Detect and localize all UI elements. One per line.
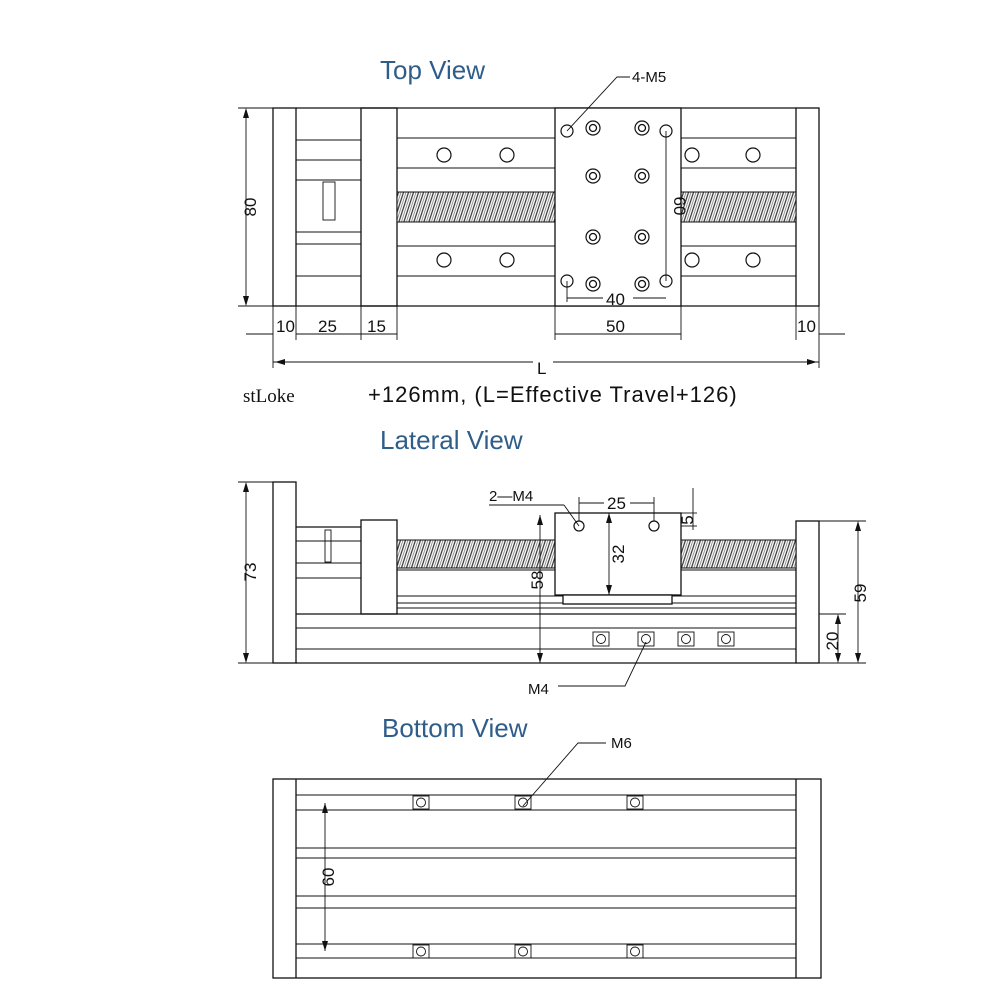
formula-text: +126mm, (L=Effective Travel+126) [368, 382, 738, 407]
lateral-base-holes [592, 631, 735, 647]
dim-top-L: L [537, 359, 546, 378]
bottom-view-title: Bottom View [382, 713, 528, 743]
dim-top-10-right: 10 [797, 317, 816, 336]
top-view: Top View [238, 55, 845, 378]
top-carriage-bolts [585, 120, 650, 292]
top-bearing-block [360, 107, 398, 307]
dim-lateral-5: 5 [678, 515, 697, 524]
formula-left-label: stLoke [243, 386, 295, 407]
lateral-lead-screw-left [396, 539, 556, 569]
top-right-end-plate [795, 107, 820, 307]
top-carriage [554, 107, 682, 307]
label-4-m5: 4-M5 [632, 69, 666, 86]
dim-lateral-25: 25 [607, 494, 626, 513]
top-rail-holes [436, 147, 761, 268]
top-lead-screw-left [396, 191, 556, 223]
label-m6: M6 [611, 735, 632, 752]
dim-lateral-58: 58 [528, 571, 547, 590]
dim-top-10-left: 10 [276, 317, 295, 336]
dim-top-hole-spacing-h: 40 [606, 290, 625, 309]
dim-lateral-73: 73 [241, 563, 260, 582]
dim-bottom-60: 60 [319, 868, 338, 887]
lateral-right-end-plate [795, 520, 820, 664]
lateral-m4-hole-right [648, 520, 660, 532]
dim-top-50: 50 [606, 317, 625, 336]
bottom-m6-holes [412, 795, 644, 959]
bottom-frame [272, 778, 822, 979]
lateral-lead-screw-right [680, 539, 797, 569]
dim-top-hole-spacing-v: 60 [670, 197, 689, 216]
top-coupler [322, 181, 336, 221]
top-left-end-plate [272, 107, 297, 307]
lateral-view-title: Lateral View [380, 425, 523, 455]
label-2-m4: 2—M4 [489, 488, 533, 505]
lateral-carriage-foot [562, 594, 673, 605]
top-lead-screw-right [680, 191, 797, 223]
dim-lateral-59: 59 [851, 584, 870, 603]
lateral-left-end-plate [272, 481, 297, 664]
lateral-view: Lateral View [238, 425, 870, 698]
bottom-view: Bottom View 60 M6 [272, 713, 822, 979]
label-m4: M4 [528, 681, 549, 698]
dim-top-25: 25 [318, 317, 337, 336]
dim-top-height: 80 [241, 198, 260, 217]
top-view-title: Top View [380, 55, 485, 85]
dim-top-15: 15 [367, 317, 386, 336]
dim-lateral-20: 20 [823, 632, 842, 651]
dim-lateral-32: 32 [609, 545, 628, 564]
lateral-bearing-block [360, 519, 398, 615]
